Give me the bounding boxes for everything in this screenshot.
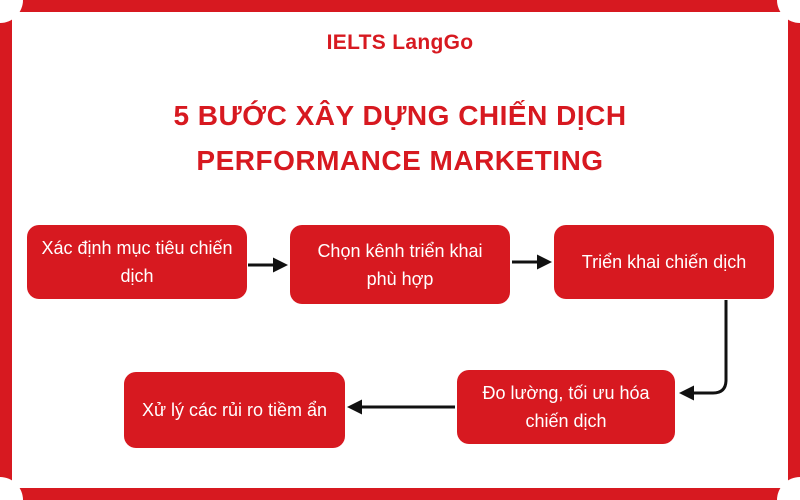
arrow-step3-to-step4 (679, 300, 728, 401)
page-title-line-1: 5 BƯỚC XÂY DỰNG CHIẾN DỊCH (173, 100, 627, 131)
step-box-4: Đo lường, tối ưu hóa chiến dịch (457, 370, 675, 444)
brand-logo: IELTS LangGo (326, 31, 474, 54)
step-box-1: Xác định mục tiêu chiến dịch (27, 225, 247, 299)
step-box-3: Triển khai chiến dịch (554, 225, 774, 299)
step-box-2: Chọn kênh triển khai phù hợp (290, 225, 510, 304)
page-title-line-2: PERFORMANCE MARKETING (196, 145, 604, 176)
step-box-5: Xử lý các rủi ro tiềm ẩn (124, 372, 345, 448)
